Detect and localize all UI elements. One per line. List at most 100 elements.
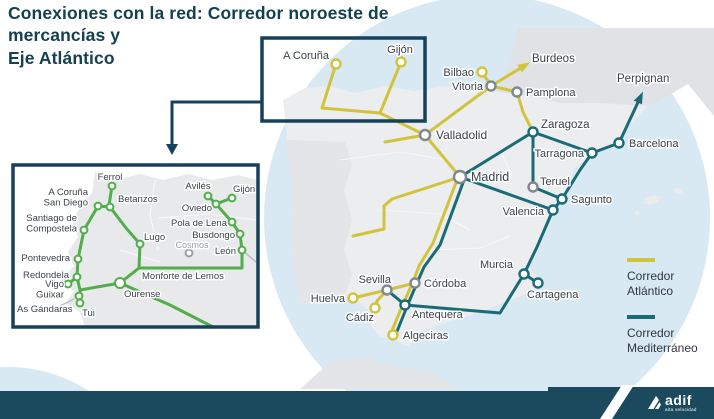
city-node-gijon: [227, 193, 237, 203]
city-label-betanzos: Betanzos: [118, 194, 158, 205]
city-node-busdongo: [235, 229, 245, 239]
city-node-tarragona: [586, 147, 598, 159]
city-label-valencia: Valencia: [503, 206, 545, 218]
city-node-a-coruna-san-diego: [93, 201, 103, 211]
city-node-as-gandaras: [74, 291, 84, 301]
city-label-madrid: Madrid: [471, 170, 509, 184]
inset-rail-line-10: [214, 202, 244, 252]
city-label-cosmos: Cosmos: [175, 240, 209, 250]
main-map-city-nodes: [330, 56, 625, 341]
city-label-sevilla: Sevilla: [359, 274, 392, 286]
city-node-ferrol: [107, 181, 117, 191]
atlantic-line-8: [351, 175, 462, 238]
city-label-cartagena: Cartagena: [527, 289, 579, 301]
city-node-valencia: [547, 204, 559, 216]
city-label-ourense: Ourense: [124, 289, 160, 300]
atlantic-line-swatch: [627, 258, 655, 262]
city-label-algeciras: Algeciras: [403, 330, 449, 342]
iberia-landmass: [283, 86, 648, 346]
inset-rail-line-2: [82, 204, 100, 232]
inset-border: [11, 163, 260, 329]
city-label-murcia: Murcia: [480, 259, 514, 271]
inset-gray-line-1: [57, 298, 75, 308]
legend: Corredor Atlántico Corredor Mediterráneo: [627, 258, 713, 372]
city-label-pontevedra: Pontevedra: [21, 253, 70, 264]
city-label-a-coruna: A Coruña: [283, 50, 330, 62]
atlantic-line-1: [378, 60, 403, 115]
city-node-betanzos: [105, 202, 115, 212]
arrow-line-to-burdeos: [489, 66, 523, 88]
city-label-sagunto: Sagunto: [571, 194, 612, 206]
corridor-arrows: [489, 62, 643, 145]
highlight-box: [260, 36, 427, 123]
city-label-valladolid: Valladolid: [436, 128, 487, 142]
city-node-gijon: [395, 56, 407, 68]
adif-arrow-icon: [648, 395, 661, 409]
legend-label-mediterranean: Corredor Mediterráneo: [627, 326, 698, 355]
city-node-teruel: [527, 181, 539, 193]
city-label-vitoria: Vitoria: [452, 81, 484, 93]
city-label-perpignan: Perpignan: [617, 73, 669, 85]
atlantic-line-4: [423, 84, 493, 137]
city-node-tui: [75, 298, 85, 308]
footer-slash-decoration: [600, 385, 634, 419]
city-node-lugo: [135, 239, 145, 249]
city-label-busdongo: Busdongo: [192, 230, 235, 241]
balearic-islands: [634, 188, 683, 216]
city-label-barcelona: Barcelona: [629, 138, 679, 150]
city-node-antequera: [399, 299, 411, 311]
inset-rail-line-9: [137, 248, 244, 270]
city-label-oviedo: Oviedo: [182, 203, 212, 214]
city-label-teruel: Teruel: [540, 176, 570, 188]
city-label-antequera: Antequera: [412, 309, 464, 321]
city-node-cartagena: [532, 277, 544, 289]
city-node-huelva: [347, 292, 359, 304]
city-label-leon: León: [215, 246, 236, 257]
city-label-tui: Tui: [82, 308, 95, 319]
callout-connector-line: [170, 100, 262, 146]
portugal-landmass: [287, 140, 352, 304]
atlantic-line-9: [351, 288, 389, 300]
adif-wordmark: adif alta velocidad: [665, 393, 697, 413]
legend-label-atlantic: Corredor Atlántico: [627, 269, 675, 298]
africa-landmass: [300, 358, 458, 389]
page-title-line1: Conexiones con la red: Corredor noroeste…: [8, 3, 389, 46]
city-node-cadiz: [369, 302, 381, 314]
city-node-bilbao: [476, 66, 488, 78]
atlantic-line-7: [423, 133, 462, 179]
city-node-leon: [237, 245, 247, 255]
city-label-pamplona: Pamplona: [526, 87, 576, 99]
province-borders: [339, 149, 513, 251]
adif-brand-subtitle: alta velocidad: [665, 407, 697, 412]
city-label-pola-de-lena: Pola de Lena: [171, 218, 228, 229]
city-label-cordoba: Córdoba: [424, 278, 467, 290]
inset-rail-line-14: [78, 281, 122, 292]
legend-item-atlantic: Corredor Atlántico: [627, 258, 713, 299]
mediterranean-line-6: [458, 175, 555, 212]
city-label-tarragona: Tarragona: [534, 148, 584, 160]
city-node-aviles: [203, 191, 213, 201]
mediterranean-line-4: [560, 151, 594, 201]
adif-logo: adif alta velocidad: [648, 393, 710, 413]
footer-band-right: [548, 387, 714, 419]
page-title: Conexiones con la red: Corredor noroeste…: [8, 2, 488, 69]
city-node-pamplona: [511, 86, 523, 98]
atlantic-line-3: [383, 133, 427, 144]
city-node-sagunto: [556, 193, 568, 205]
france-landmass: [498, 28, 714, 116]
legend-item-mediterranean: Corredor Mediterráneo: [627, 315, 713, 356]
city-node-pontevedra: [73, 254, 83, 264]
atlantic-line-2: [378, 111, 427, 137]
page-title-line2: Eje Atlántico: [8, 47, 115, 68]
arrowhead-icon-burdeos: [517, 62, 530, 73]
city-node-madrid: [452, 169, 468, 185]
city-node-vigo-guixar: [63, 279, 73, 289]
inset-rail-line-6: [108, 205, 142, 246]
city-node-cosmos: [184, 248, 194, 258]
city-node-murcia: [518, 268, 530, 280]
